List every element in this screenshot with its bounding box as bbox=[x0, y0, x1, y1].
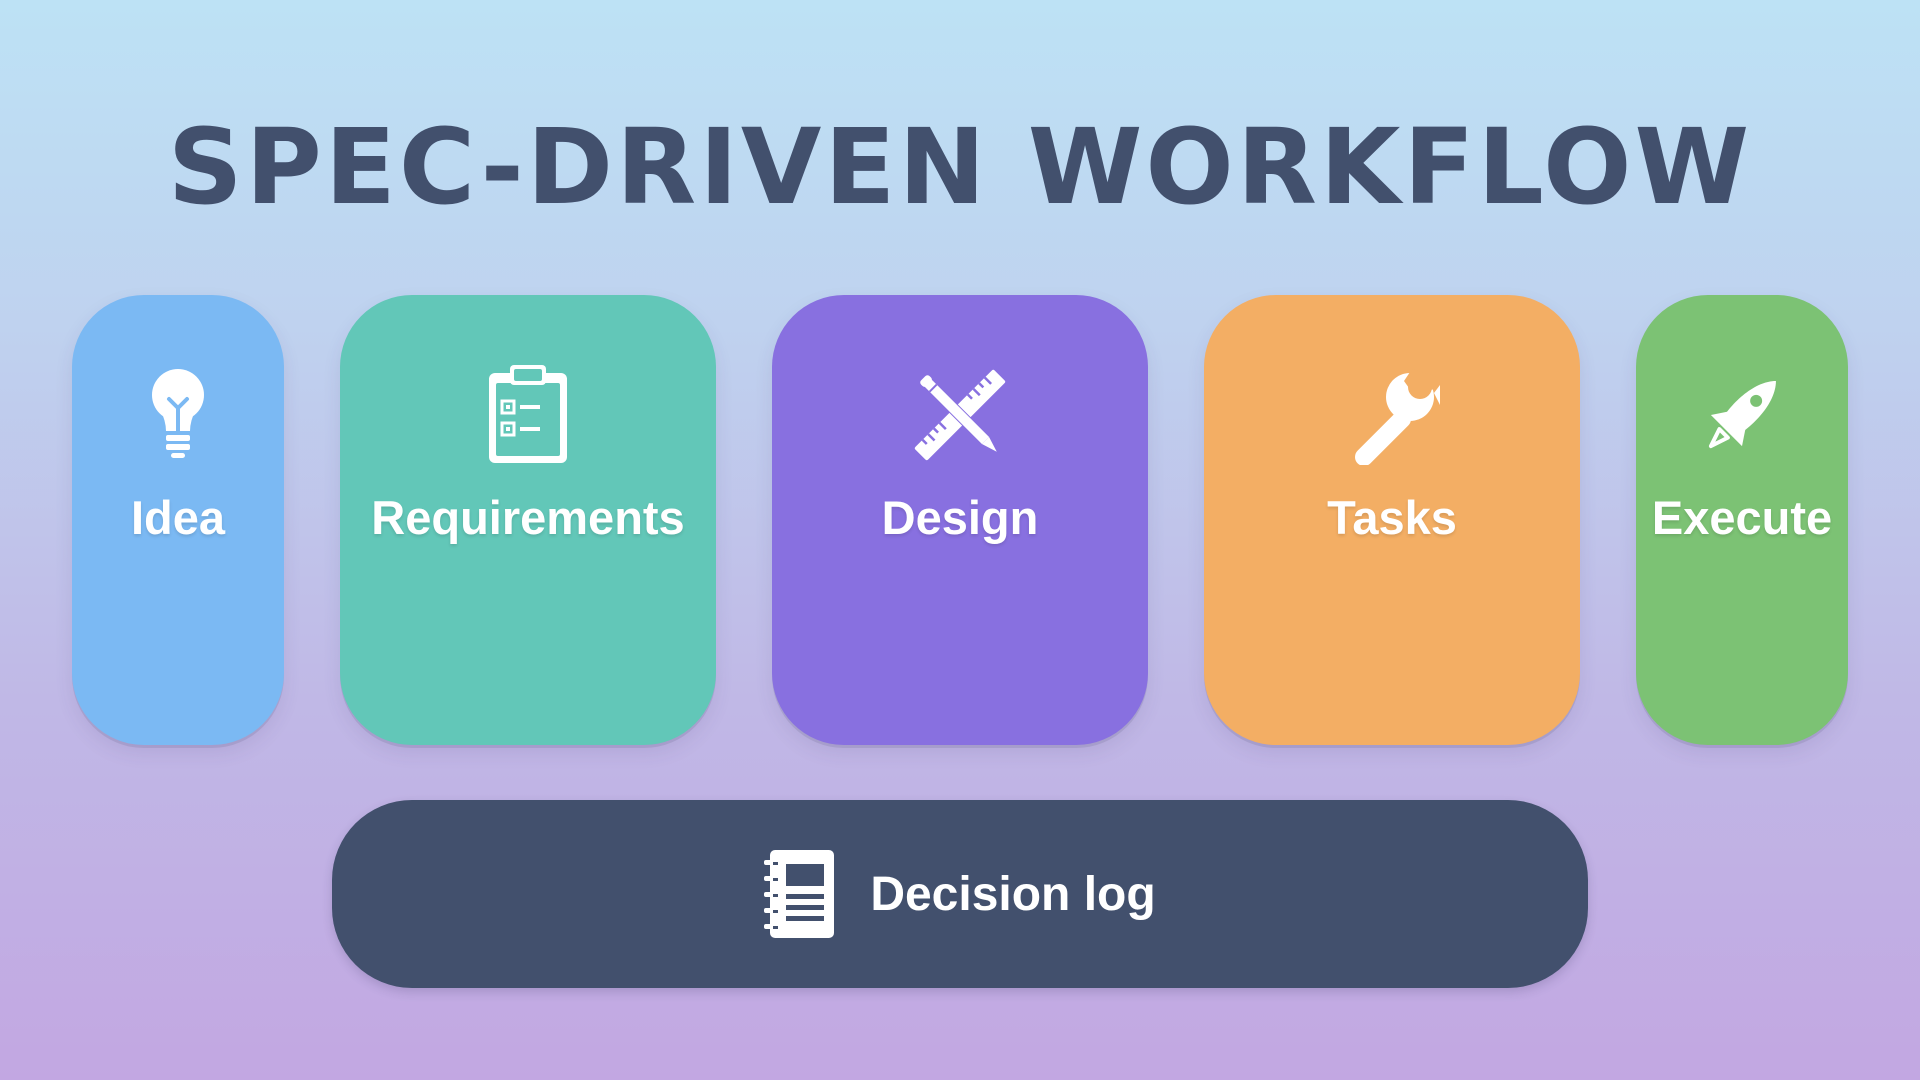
stage-label-requirements: Requirements bbox=[371, 491, 685, 544]
lightbulb-icon bbox=[128, 365, 228, 465]
stage-label-design: Design bbox=[881, 491, 1039, 544]
stage-label-tasks: Tasks bbox=[1327, 491, 1457, 544]
stage-label-execute: Execute bbox=[1651, 491, 1833, 544]
stage-card-idea: Idea bbox=[72, 295, 284, 745]
decision-log-bar: Decision log bbox=[332, 800, 1588, 988]
decision-log-label: Decision log bbox=[870, 867, 1156, 921]
page-title: SPEC-DRIVEN WORKFLOW bbox=[167, 106, 1753, 228]
clipboard-checklist-icon bbox=[478, 365, 578, 465]
ruler-pencil-icon bbox=[910, 365, 1010, 465]
rocket-icon bbox=[1692, 365, 1792, 465]
stage-card-design: Design bbox=[772, 295, 1148, 745]
decision-log-content: Decision log bbox=[332, 800, 1588, 988]
stage-card-requirements: Requirements bbox=[340, 295, 716, 745]
stage-card-execute: Execute bbox=[1636, 295, 1848, 745]
wrench-icon bbox=[1342, 365, 1442, 465]
notebook-icon bbox=[764, 850, 840, 938]
stage-card-tasks: Tasks bbox=[1204, 295, 1580, 745]
stage-label-idea: Idea bbox=[130, 491, 226, 544]
